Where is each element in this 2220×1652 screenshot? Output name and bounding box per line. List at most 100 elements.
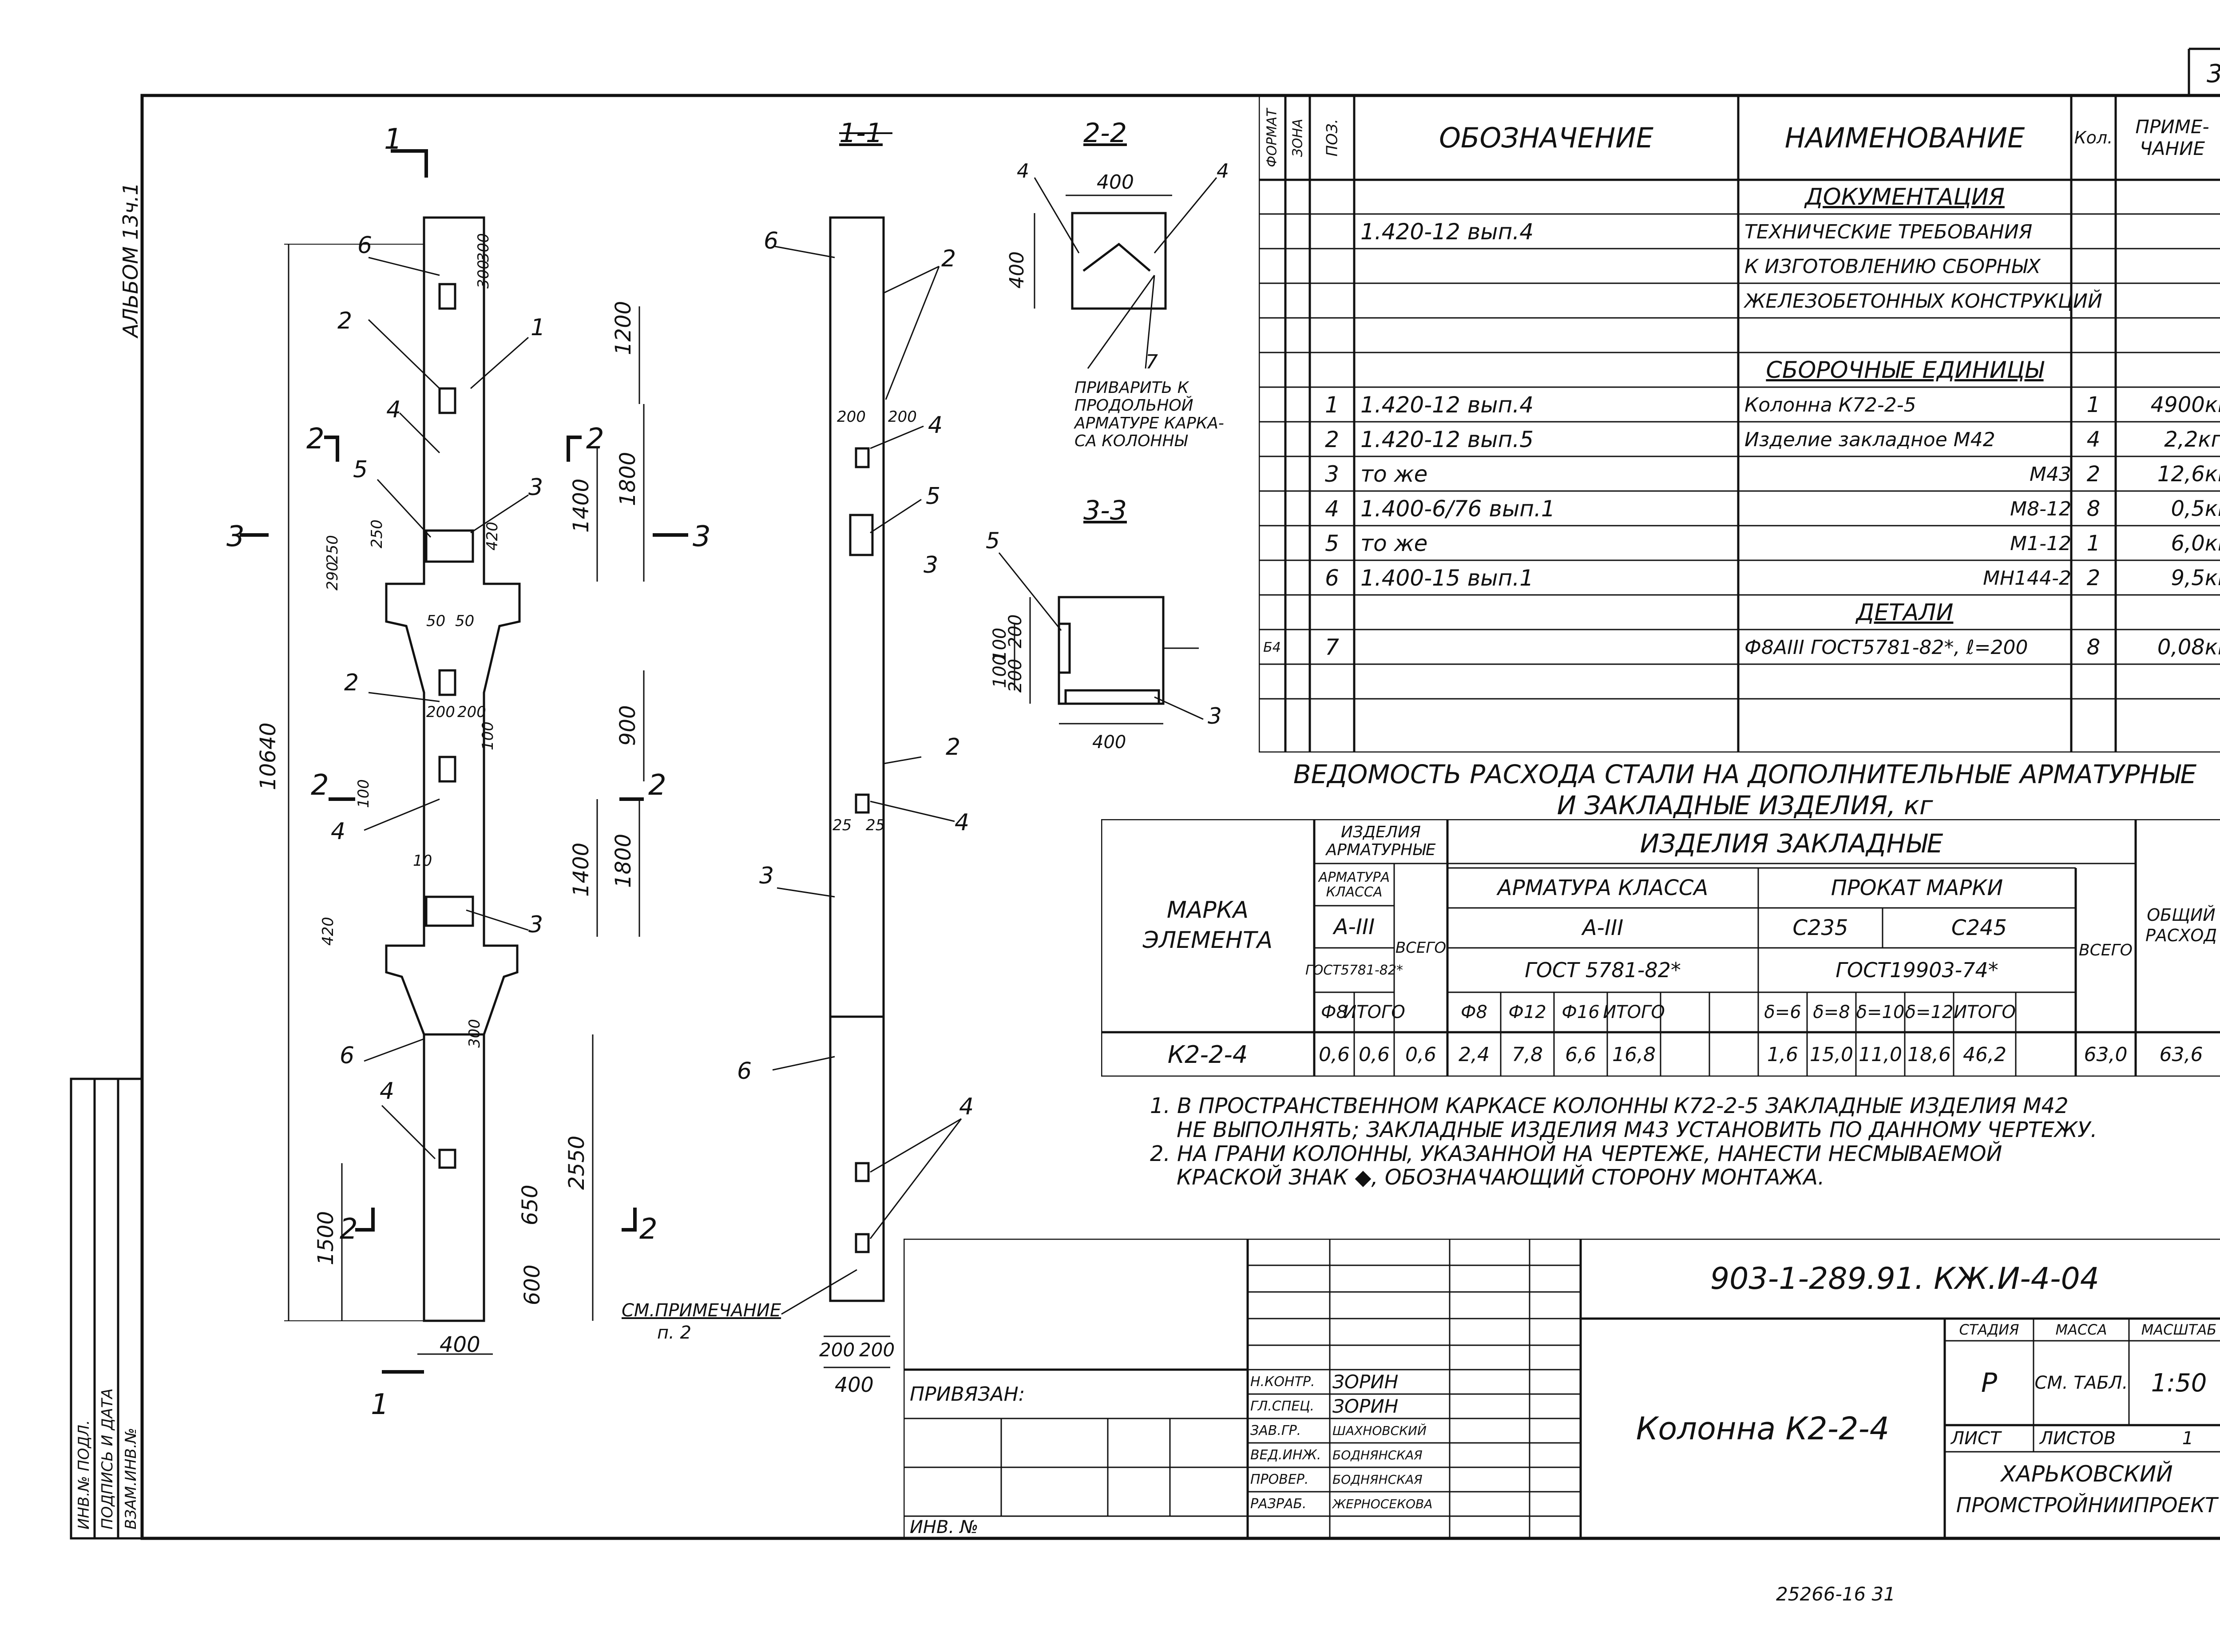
svg-text:СМ.ПРИМЕЧАНИЕ: СМ.ПРИМЕЧАНИЕ xyxy=(622,1300,781,1321)
svg-text:1400: 1400 xyxy=(569,479,594,533)
section-2-2-title: 2-2 xyxy=(1083,118,1127,149)
svg-text:50: 50 xyxy=(455,612,474,630)
spec-note xyxy=(2116,214,2220,249)
section-1-1-dims: 200 200 25 25 200 200 400 xyxy=(819,408,917,1397)
spec-qty xyxy=(2071,284,2116,318)
svg-text:400: 400 xyxy=(1092,732,1126,753)
note-line: НЕ ВЫПОЛНЯТЬ; ЗАКЛАДНЫЕ ИЗДЕЛИЯ М43 УСТА… xyxy=(1177,1117,2097,1142)
main-view-marks: 1 1 2 2 2 2 2 2 2 xyxy=(229,123,666,1421)
svg-text:100: 100 xyxy=(355,779,373,808)
spec-format xyxy=(1259,561,1285,595)
svg-text:400: 400 xyxy=(835,1373,874,1397)
svg-text:1200: 1200 xyxy=(611,301,636,355)
steel-subheader: Ф12 xyxy=(1508,1002,1546,1022)
steel-row-value: 7,8 xyxy=(1512,1043,1543,1066)
spec-note xyxy=(2116,180,2220,214)
spec-note: 12,6кг xyxy=(2157,462,2220,487)
spec-note: 9,5кг xyxy=(2171,566,2220,590)
svg-text:200: 200 xyxy=(457,703,486,721)
svg-text:650: 650 xyxy=(518,1185,543,1225)
svg-text:4: 4 xyxy=(380,1078,394,1105)
steel-row-value: 18,6 xyxy=(1907,1043,1951,1066)
spec-format xyxy=(1259,249,1285,284)
section-3-marks: 3 3 xyxy=(226,520,711,553)
svg-text:1800: 1800 xyxy=(611,834,636,888)
tb-person-name: ЖЕРНОСЕКОВА xyxy=(1332,1497,1433,1511)
section-2-2-labels: 2-2 xyxy=(1083,118,1127,149)
svg-text:СА КОЛОННЫ: СА КОЛОННЫ xyxy=(1074,432,1188,450)
spec-name: К ИЗГОТОВЛЕНИЮ СБОРНЫХ xyxy=(1744,255,2041,278)
steel-subheader: ИТОГО xyxy=(1954,1002,2016,1022)
steel-row-value: 16,8 xyxy=(1612,1043,1656,1066)
steel-row-value: 0,6 xyxy=(1319,1043,1350,1066)
steel-subheader: δ=12 xyxy=(1905,1002,1954,1022)
svg-text:1: 1 xyxy=(371,1388,389,1421)
hdr-pos: ПОЗ. xyxy=(1323,119,1341,157)
hdr-format: ФОРМАТ xyxy=(1264,108,1280,167)
spec-note: 4900кг xyxy=(2150,392,2220,417)
tb-person-name: БОДНЯНСКАЯ xyxy=(1332,1472,1423,1487)
steel-row-value: 46,2 xyxy=(1963,1043,2006,1066)
spec-qty xyxy=(2071,353,2116,388)
steel-row-value: 63,0 xyxy=(2084,1043,2128,1066)
spec-format xyxy=(1259,422,1285,457)
spec-designation xyxy=(1354,318,1744,353)
section-1-1-labels: 1-1 xyxy=(839,118,883,149)
drawing-title: Колонна К2-2-4 xyxy=(1636,1410,1890,1447)
hdr-zone: ЗОНА xyxy=(1290,119,1305,157)
section-1-1-callouts: 6 2 4 5 3 2 4 3 6 4 xyxy=(737,228,974,1120)
svg-text:200: 200 xyxy=(819,1339,855,1361)
steel-row-value: 2,4 xyxy=(1459,1043,1490,1066)
spec-note xyxy=(2116,249,2220,284)
svg-text:ПОДПИСЬ И ДАТА: ПОДПИСЬ И ДАТА xyxy=(99,1388,116,1529)
svg-text:290: 290 xyxy=(324,562,341,590)
tb-role: РАЗРАБ. xyxy=(1250,1496,1307,1512)
main-view-callouts: 6 2 1 4 5 3 2 4 3 6 4 xyxy=(331,232,545,1105)
steel-subheader: δ=10 xyxy=(1856,1002,1905,1022)
svg-text:6: 6 xyxy=(737,1058,752,1085)
spec-table: ФОРМАТ ЗОНА ПОЗ. ОБОЗНАЧЕНИЕ НАИМЕНОВАНИ… xyxy=(1259,95,2220,753)
svg-text:400: 400 xyxy=(1097,171,1134,194)
spec-qty xyxy=(2071,249,2116,284)
section-3-3-view xyxy=(998,552,1204,725)
section-1-1-title: 1-1 xyxy=(839,118,883,149)
spec-qty xyxy=(2071,180,2116,214)
steel-subheader: δ=6 xyxy=(1764,1002,1801,1022)
tb-role: Н.КОНТР. xyxy=(1250,1374,1315,1390)
steel-marka: МАРКА ЭЛЕМЕНТА xyxy=(1142,897,1273,954)
spec-name xyxy=(1738,318,2077,353)
svg-text:1800: 1800 xyxy=(615,452,640,506)
tb-person-name: ЗОРИН xyxy=(1332,1395,1399,1417)
tb-role: ПРОВЕР. xyxy=(1250,1472,1309,1487)
svg-text:2: 2 xyxy=(586,423,604,456)
svg-text:100: 100 xyxy=(990,654,1010,688)
svg-text:6: 6 xyxy=(357,232,372,259)
svg-text:2: 2 xyxy=(311,769,329,802)
steel-row-value: 15,0 xyxy=(1810,1043,1853,1066)
svg-text:2: 2 xyxy=(946,734,960,761)
svg-text:2550: 2550 xyxy=(564,1136,589,1190)
overall-height-dim: 10640 xyxy=(256,722,281,790)
spec-format xyxy=(1259,491,1285,526)
spec-table-grid xyxy=(1259,95,2220,753)
steel-subheader: δ=8 xyxy=(1813,1002,1850,1022)
main-view xyxy=(240,149,688,1374)
note-line: 2. НА ГРАНИ КОЛОННЫ, УКАЗАННОЙ НА ЧЕРТЕЖ… xyxy=(1150,1141,2002,1166)
svg-text:4: 4 xyxy=(959,1093,974,1120)
svg-text:250: 250 xyxy=(368,519,386,548)
steel-row-value: 63,6 xyxy=(2159,1043,2203,1066)
tb-person-name: БОДНЯНСКАЯ xyxy=(1332,1448,1423,1462)
section-2-2-view xyxy=(1034,177,1217,369)
org-name-2: ПРОМСТРОЙНИИПРОЕКТ xyxy=(1956,1493,2218,1517)
svg-text:4: 4 xyxy=(386,396,401,423)
title-block-grid xyxy=(904,1239,2220,1538)
svg-text:200: 200 xyxy=(859,1339,895,1361)
steel-row-value: 6,6 xyxy=(1565,1043,1596,1066)
svg-text:300: 300 xyxy=(466,1019,484,1048)
steel-row-mark: К2-2-4 xyxy=(1167,1040,1248,1069)
section-2-2-note: ПРИВАРИТЬ К ПРОДОЛЬНОЙ АРМАТУРЕ КАРКА- С… xyxy=(1074,379,1224,450)
svg-text:3: 3 xyxy=(759,863,774,889)
spec-qty: 1 xyxy=(2086,531,2101,556)
spec-pos xyxy=(1310,353,1354,388)
spec-note: 0,5кг xyxy=(2171,496,2220,521)
